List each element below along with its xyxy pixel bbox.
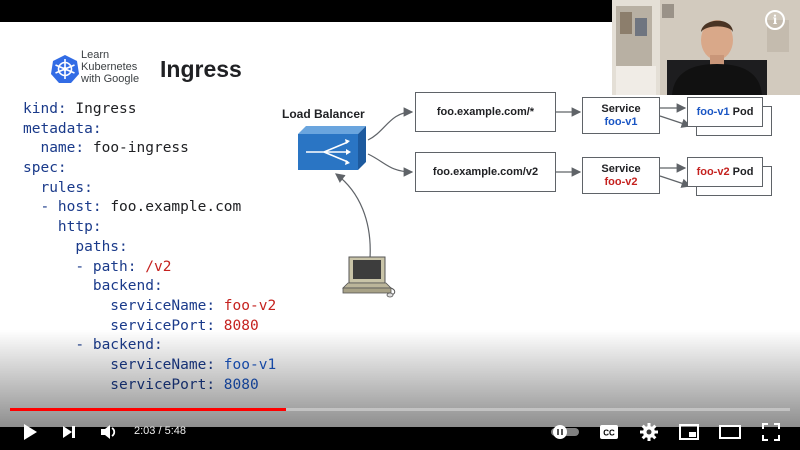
info-icon[interactable]: i bbox=[765, 10, 785, 30]
service-name: foo-v1 bbox=[604, 115, 638, 128]
code-token: : bbox=[127, 258, 146, 275]
code-line: - host: foo.example.com bbox=[23, 198, 276, 218]
code-token: rules bbox=[23, 179, 85, 196]
service-box-v2: Service foo-v2 bbox=[582, 157, 660, 194]
route-box-label: foo.example.com/v2 bbox=[432, 166, 539, 178]
progress-bar[interactable] bbox=[10, 408, 790, 411]
time-display: 2:03 / 5:48 bbox=[134, 425, 186, 437]
time-separator: / bbox=[155, 425, 165, 437]
code-token: paths bbox=[23, 238, 120, 255]
code-token: : bbox=[92, 219, 102, 236]
computer-icon bbox=[342, 256, 396, 298]
code-line: metadata: bbox=[23, 120, 276, 140]
autoplay-toggle[interactable] bbox=[550, 420, 580, 444]
kubernetes-logo bbox=[51, 55, 79, 83]
code-line: backend: bbox=[23, 277, 276, 297]
service-box-label: Service bbox=[601, 102, 641, 115]
code-line: - path: /v2 bbox=[23, 258, 276, 278]
code-token: - host bbox=[23, 199, 93, 216]
code-token: foo.example.com bbox=[110, 199, 242, 216]
slide-title: Ingress bbox=[160, 56, 242, 82]
route-box-label: foo.example.com/* bbox=[436, 106, 535, 118]
logo-text-line: Learn bbox=[81, 49, 110, 61]
service-name: foo-v2 bbox=[604, 175, 638, 188]
play-button[interactable] bbox=[18, 420, 42, 444]
code-line: spec: bbox=[23, 159, 276, 179]
pod-suffix: Pod bbox=[732, 106, 754, 118]
code-token: 8080 bbox=[223, 317, 259, 334]
code-line: http: bbox=[23, 218, 276, 238]
webcam-overlay bbox=[612, 0, 800, 95]
code-token: : bbox=[92, 120, 102, 137]
pod-suffix: Pod bbox=[732, 166, 754, 178]
code-token: metadata bbox=[23, 120, 93, 137]
pod-card-v2: foo-v2 Pod bbox=[687, 157, 763, 187]
settings-button[interactable] bbox=[637, 420, 661, 444]
code-token: : bbox=[153, 278, 163, 295]
code-line: kind: Ingress bbox=[23, 100, 276, 120]
service-box-label: Service bbox=[601, 162, 641, 175]
control-bar: 2:03 / 5:48 CC bbox=[0, 416, 800, 450]
code-line: serviceName: foo-v2 bbox=[23, 297, 276, 317]
code-token: spec bbox=[23, 160, 58, 177]
route-box-v2: foo.example.com/v2 bbox=[415, 152, 556, 192]
play-icon bbox=[24, 424, 37, 440]
code-token: : bbox=[75, 140, 93, 157]
miniplayer-icon bbox=[679, 424, 699, 440]
next-button[interactable] bbox=[57, 420, 81, 444]
code-line: paths: bbox=[23, 238, 276, 258]
code-token: foo-ingress bbox=[92, 140, 189, 157]
presenter-video bbox=[612, 0, 800, 95]
cc-icon: CC bbox=[600, 425, 618, 439]
code-token: serviceName bbox=[23, 297, 207, 314]
theater-mode-icon bbox=[719, 425, 741, 439]
pod-name: foo-v1 bbox=[696, 106, 730, 118]
code-token: kind bbox=[23, 101, 58, 117]
captions-button[interactable]: CC bbox=[597, 420, 621, 444]
code-token: backend bbox=[23, 278, 154, 295]
code-token: - path bbox=[23, 258, 128, 275]
volume-button[interactable] bbox=[96, 420, 122, 444]
volume-icon bbox=[101, 425, 116, 439]
code-token: Ingress bbox=[75, 101, 137, 117]
current-time: 2:03 bbox=[134, 425, 156, 437]
code-token: : bbox=[119, 238, 128, 255]
fullscreen-icon bbox=[762, 423, 780, 441]
fullscreen-button[interactable] bbox=[759, 420, 783, 444]
code-line: rules: bbox=[23, 179, 276, 199]
code-token: : bbox=[206, 317, 224, 334]
code-token: : bbox=[57, 160, 67, 177]
logo-text-line: Kubernetes bbox=[81, 61, 138, 73]
gear-icon bbox=[640, 423, 658, 441]
logo-text: Learn Kubernetes with Google bbox=[81, 49, 139, 85]
service-box-v1: Service foo-v1 bbox=[582, 97, 660, 134]
controls-gradient bbox=[0, 330, 800, 450]
autoplay-toggle-icon bbox=[551, 425, 579, 439]
miniplayer-button[interactable] bbox=[677, 420, 701, 444]
pod-card-v1: foo-v1 Pod bbox=[687, 97, 763, 127]
code-token: foo-v2 bbox=[223, 297, 277, 314]
logo-text-line: with Google bbox=[81, 73, 140, 85]
code-line: name: foo-ingress bbox=[23, 139, 276, 159]
code-token: : bbox=[84, 179, 93, 196]
code-token: : bbox=[92, 199, 111, 216]
load-balancer-icon bbox=[298, 126, 366, 170]
code-token: http bbox=[23, 219, 93, 236]
svg-text:CC: CC bbox=[603, 429, 615, 438]
code-token: /v2 bbox=[145, 258, 172, 275]
code-token: : bbox=[206, 297, 224, 314]
pod-name: foo-v2 bbox=[696, 166, 730, 178]
route-box-default: foo.example.com/* bbox=[415, 92, 556, 132]
code-token: name bbox=[23, 140, 76, 157]
progress-bar-played bbox=[10, 408, 287, 411]
duration: 5:48 bbox=[164, 425, 187, 437]
code-line: servicePort: 8080 bbox=[23, 317, 276, 337]
skip-next-icon bbox=[63, 426, 75, 438]
code-token: : bbox=[57, 101, 76, 117]
load-balancer-label: Load Balancer bbox=[282, 107, 365, 121]
theater-mode-button[interactable] bbox=[717, 420, 743, 444]
code-token: servicePort bbox=[23, 317, 207, 334]
